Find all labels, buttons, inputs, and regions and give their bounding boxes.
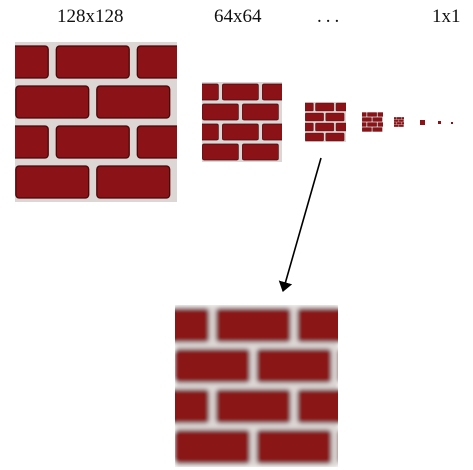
brick-texture-64-icon (202, 82, 282, 162)
brick-texture-128-icon (15, 42, 177, 202)
label-ellipsis: ... (317, 6, 344, 27)
label-1x1: 1x1 (432, 6, 461, 27)
brick-texture-32-icon (305, 102, 346, 142)
brick-texture-1-icon (451, 122, 453, 124)
label-64x64: 64x64 (214, 6, 262, 27)
label-128x128: 128x128 (57, 6, 124, 27)
brick-texture-16-icon (362, 112, 383, 132)
brick-texture-8-icon (394, 117, 404, 127)
brick-texture-4-icon (420, 120, 425, 125)
brick-texture-2-icon (438, 121, 441, 124)
brick-texture-magnified-icon (175, 305, 338, 467)
